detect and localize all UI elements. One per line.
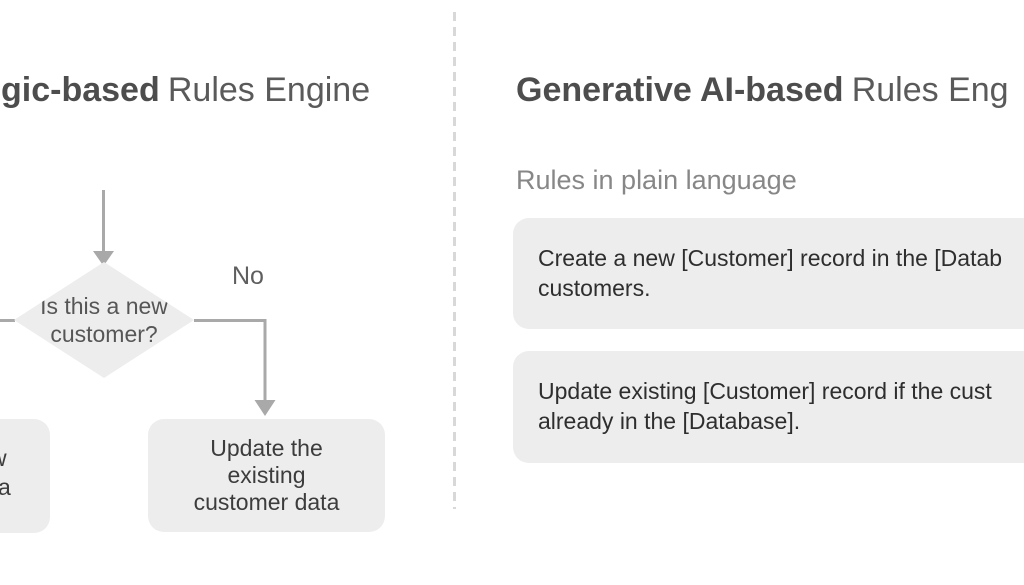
update-box-line3: customer data [193, 489, 340, 515]
rules-subtitle: Rules in plain language [516, 165, 797, 195]
cutoff-box-text-fragment1: w [0, 444, 7, 472]
update-box-line2: existing [227, 462, 306, 488]
update-box-line1: Update the [210, 435, 323, 461]
rule-create-line1: Create a new [Customer] record in the [D… [538, 245, 1003, 271]
left-title-regular: Rules Engine [167, 71, 371, 109]
no-branch-label: No [232, 262, 264, 290]
right-title-bold: Generative AI-based [516, 71, 844, 109]
decision-diamond: Is this a new customer? [14, 262, 194, 378]
no-branch-line [194, 319, 267, 401]
rule-card-update: Update existing [Customer] record if the… [513, 351, 1024, 463]
left-title-bold: gic-based [1, 71, 160, 109]
cutoff-box-text-fragment2: a [0, 474, 11, 500]
decision-line2: customer? [50, 321, 158, 347]
decision-line1: Is this a new [40, 293, 168, 319]
update-customer-box: Update the existing customer data [148, 419, 385, 532]
dashed-divider [453, 12, 456, 509]
right-title-regular: Rules Eng [851, 71, 1009, 109]
arrowhead-to-update-icon [254, 400, 276, 416]
rule-update-line2: already in the [Database]. [538, 408, 801, 434]
rule-card-create: Create a new [Customer] record in the [D… [513, 218, 1024, 329]
rule-update-line1: Update existing [Customer] record if the… [538, 378, 992, 404]
rule-create-line2: customers. [538, 275, 651, 301]
cutoff-customer-box [0, 419, 50, 533]
